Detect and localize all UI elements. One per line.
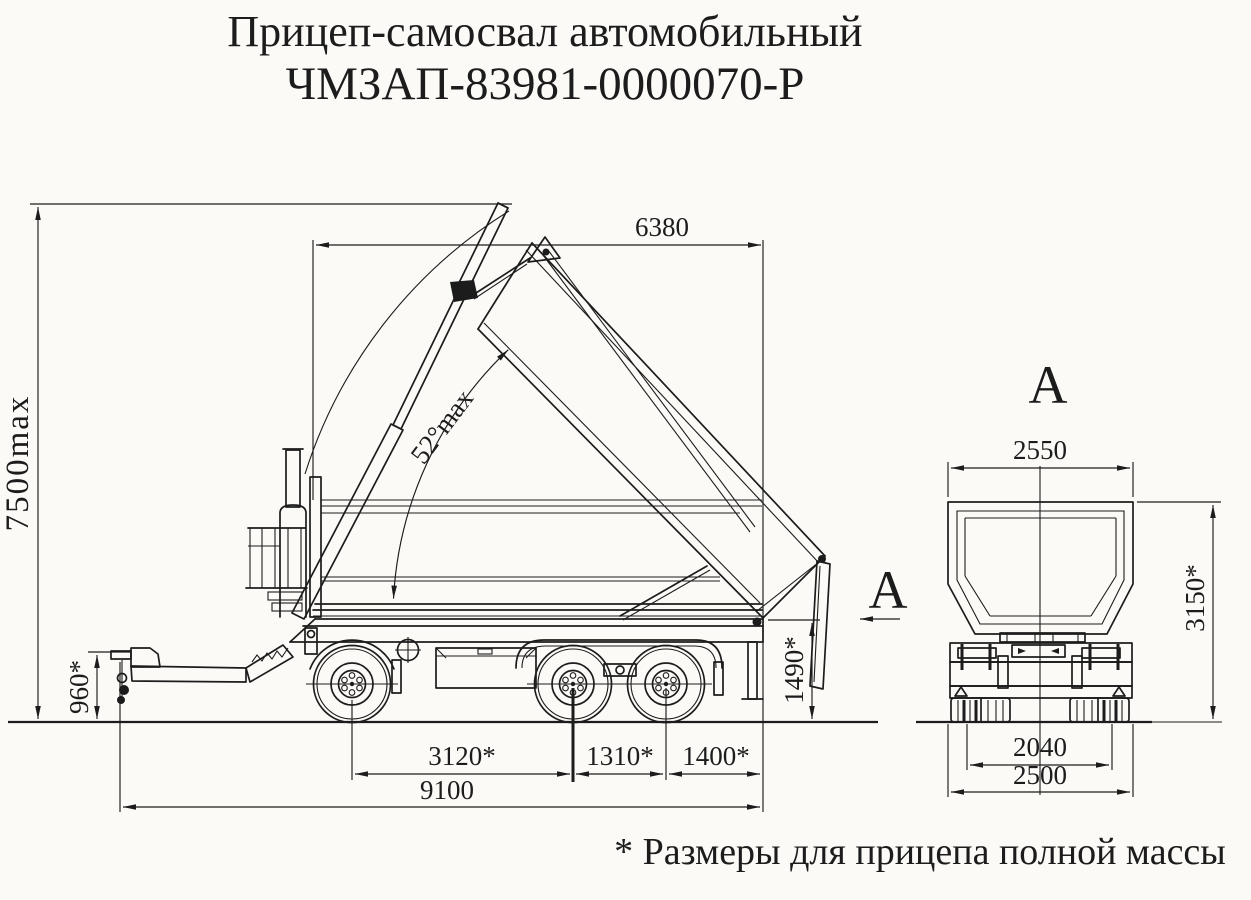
svg-text:2550: 2550 (1013, 435, 1067, 465)
leaf-spring-left (957, 647, 997, 659)
rear-body (947, 501, 1134, 635)
drawbar (110, 644, 294, 704)
svg-text:6380: 6380 (635, 212, 689, 242)
rear-wheels (950, 697, 1130, 723)
title-block: Прицеп-самосвал автомобильный ЧМЗАП-8398… (227, 7, 862, 110)
dim-body-width: 2550 (947, 435, 1134, 497)
tailgate-open (809, 555, 831, 690)
dim-track-width: 2040 (966, 724, 1113, 770)
body-tipped-position (455, 202, 826, 621)
rear-view-dimensions: 2550 3150* 2040 2500 (947, 435, 1221, 797)
svg-text:1490*: 1490* (779, 636, 809, 704)
view-direction-marker: А (860, 560, 908, 622)
dim-overall-height: 7500max (0, 203, 512, 719)
svg-text:1400*: 1400* (682, 741, 750, 771)
front-wall-lowered (309, 476, 322, 618)
chassis-frame (289, 617, 764, 700)
dim-axle-spacings: 3120* 1310* 1400* (119, 662, 760, 812)
rear-view: А (916, 355, 1222, 795)
wheels (306, 644, 712, 724)
dim-body-length: 6380 (312, 212, 764, 812)
cylinder-top-bracket (450, 280, 478, 302)
warning-triangle-left (954, 686, 968, 697)
model-designation: ЧМЗАП-83981-0000070-Р (286, 58, 805, 110)
side-view (8, 202, 878, 724)
tailgate-linkage (547, 249, 756, 528)
hydraulic-cylinder (291, 280, 478, 620)
front-equipment-module (245, 448, 308, 618)
rear-support (747, 641, 758, 700)
dim-overall-length: 9100 (123, 775, 760, 810)
view-a-side-label: А (869, 560, 908, 620)
mudflap-front (391, 659, 402, 694)
fenders (309, 639, 724, 696)
safety-prop (619, 565, 708, 617)
svg-text:9100: 9100 (420, 775, 474, 805)
rear-chassis (949, 632, 1133, 699)
tipping-pivot (752, 617, 762, 627)
dim-overall-width: 2500 (947, 724, 1134, 797)
svg-text:3120*: 3120* (428, 741, 496, 771)
dim-overall-height-rear: 3150* (1137, 501, 1221, 719)
mudflap-rear (713, 661, 724, 696)
warning-triangle-right (1112, 686, 1126, 697)
dim-coupling-height: 960* (64, 651, 130, 719)
svg-text:1310*: 1310* (586, 741, 654, 771)
body-lowered-position (309, 476, 763, 618)
drawing-title: Прицеп-самосвал автомобильный (227, 7, 862, 56)
svg-text:3150*: 3150* (1180, 564, 1210, 632)
svg-text:960*: 960* (64, 660, 94, 714)
svg-text:52°max: 52°max (404, 384, 479, 470)
svg-text:2500: 2500 (1013, 760, 1067, 790)
leaf-spring-right (1081, 647, 1121, 659)
footnote: * Размеры для прицепа полной массы (614, 831, 1226, 873)
dim-platform-height: 1490* (768, 619, 820, 719)
svg-text:2040: 2040 (1013, 732, 1067, 762)
toolbox (435, 647, 537, 689)
svg-text:7500max: 7500max (0, 395, 36, 532)
view-a-title: А (1029, 355, 1068, 415)
